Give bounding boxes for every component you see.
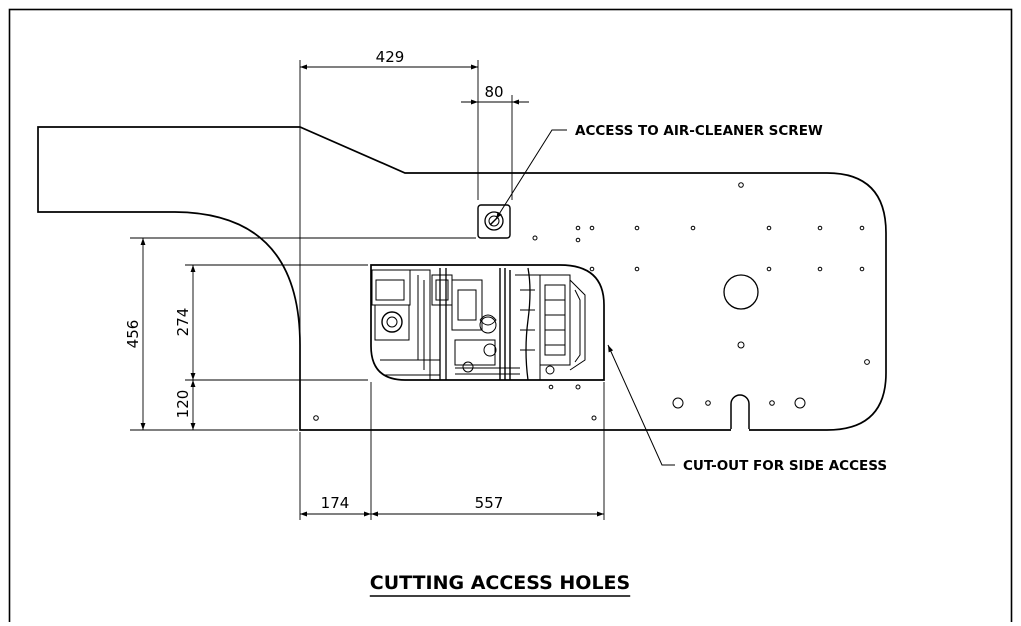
- side-access-callout: CUT-OUT FOR SIDE ACCESS: [683, 458, 887, 474]
- drawing-title: CUTTING ACCESS HOLES: [370, 572, 630, 594]
- sheet-border: [8, 8, 1013, 626]
- dim-120: 120: [174, 390, 192, 419]
- large-hole: [723, 274, 759, 310]
- dim-429: 429: [376, 48, 405, 66]
- extension-lines: [130, 60, 605, 520]
- air-cleaner-callout: ACCESS TO AIR-CLEANER SCREW: [575, 123, 823, 139]
- dim-174: 174: [321, 494, 350, 512]
- mounting-holes: [313, 182, 870, 421]
- dim-557: 557: [475, 494, 504, 512]
- dim-456: 456: [124, 320, 142, 349]
- side-access-cutout: [370, 264, 605, 381]
- dim-274: 274: [174, 308, 192, 337]
- dim-80: 80: [484, 83, 503, 101]
- center-slot: [730, 394, 750, 430]
- air-cleaner-access-hole: [477, 204, 511, 239]
- dimension-lines: [140, 64, 604, 517]
- leader-lines: [495, 129, 675, 466]
- panel-outline: [37, 126, 887, 431]
- engine-view: [371, 267, 586, 380]
